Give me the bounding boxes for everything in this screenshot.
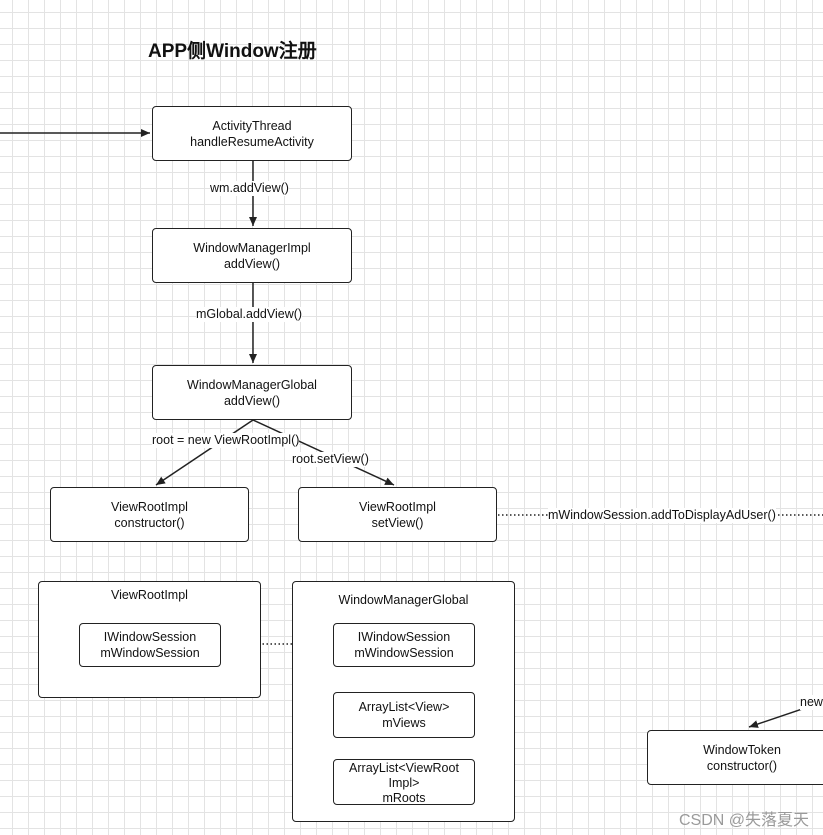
- edge-label-wm-add-view: wm.addView(): [210, 181, 289, 196]
- edge-label-root-set-view: root.setView(): [292, 452, 369, 467]
- node-view-root-impl-setview: ViewRootImpl setView(): [298, 487, 497, 542]
- node-window-manager-impl: WindowManagerImpl addView(): [152, 228, 352, 283]
- diagram-title: APP侧Window注册: [148, 41, 317, 62]
- container-view-root-impl: ViewRootImpl IWindowSession mWindowSessi…: [38, 581, 261, 698]
- node-window-manager-global-line2: addView(): [223, 393, 281, 408]
- field-mroots-line2: Impl>: [388, 776, 420, 790]
- field-mviews-line2: mViews: [382, 716, 426, 730]
- node-window-manager-impl-line1: WindowManagerImpl: [193, 240, 311, 255]
- field-iwindowsession-viewrootimpl: IWindowSession mWindowSession: [79, 623, 221, 667]
- node-view-root-impl-constructor: ViewRootImpl constructor(): [50, 487, 249, 542]
- node-window-token-line1: WindowToken: [703, 742, 781, 757]
- field-iwindowsession-viewrootimpl-line1: IWindowSession: [103, 630, 197, 644]
- node-window-manager-impl-line2: addView(): [223, 256, 281, 271]
- field-iwindowsession-global-line2: mWindowSession: [354, 646, 454, 660]
- node-activity-thread-line1: ActivityThread: [212, 118, 292, 133]
- container-window-manager-global: WindowManagerGlobal IWindowSession mWind…: [292, 581, 515, 822]
- field-iwindowsession-global: IWindowSession mWindowSession: [333, 623, 475, 667]
- node-view-root-impl-constructor-line1: ViewRootImpl: [111, 499, 188, 514]
- node-window-manager-global-line1: WindowManagerGlobal: [187, 377, 317, 392]
- edge-new-view-root-impl: [155, 419, 254, 486]
- node-activity-thread: ActivityThread handleResumeActivity: [152, 106, 352, 161]
- node-view-root-impl-constructor-line2: constructor(): [114, 515, 185, 530]
- field-mroots-line3: mRoots: [382, 791, 426, 805]
- field-mroots: ArrayList<ViewRoot Impl> mRoots: [333, 759, 475, 805]
- node-view-root-impl-setview-line2: setView(): [371, 515, 424, 530]
- field-iwindowsession-viewrootimpl-line2: mWindowSession: [100, 646, 200, 660]
- edge-label-new-partial: new: [800, 695, 823, 710]
- field-mroots-line1: ArrayList<ViewRoot: [349, 761, 459, 775]
- edge-label-new-view-root-impl: root = new ViewRootImpl(): [152, 433, 300, 448]
- node-view-root-impl-setview-line1: ViewRootImpl: [359, 499, 436, 514]
- edge-label-add-to-display: mWindowSession.addToDisplayAdUser(): [548, 508, 776, 523]
- node-window-token-line2: constructor(): [706, 758, 778, 773]
- field-mviews-line1: ArrayList<View>: [358, 700, 450, 714]
- node-activity-thread-line2: handleResumeActivity: [190, 134, 314, 149]
- edge-label-mglobal-add-view: mGlobal.addView(): [196, 307, 303, 322]
- watermark: CSDN @失落夏天: [678, 812, 809, 829]
- container-window-manager-global-title: WindowManagerGlobal: [338, 593, 469, 607]
- node-window-manager-global: WindowManagerGlobal addView(): [152, 365, 352, 420]
- container-view-root-impl-title: ViewRootImpl: [111, 588, 188, 602]
- field-mviews: ArrayList<View> mViews: [333, 692, 475, 738]
- field-iwindowsession-global-line1: IWindowSession: [357, 630, 451, 644]
- node-window-token: WindowToken constructor(): [647, 730, 823, 785]
